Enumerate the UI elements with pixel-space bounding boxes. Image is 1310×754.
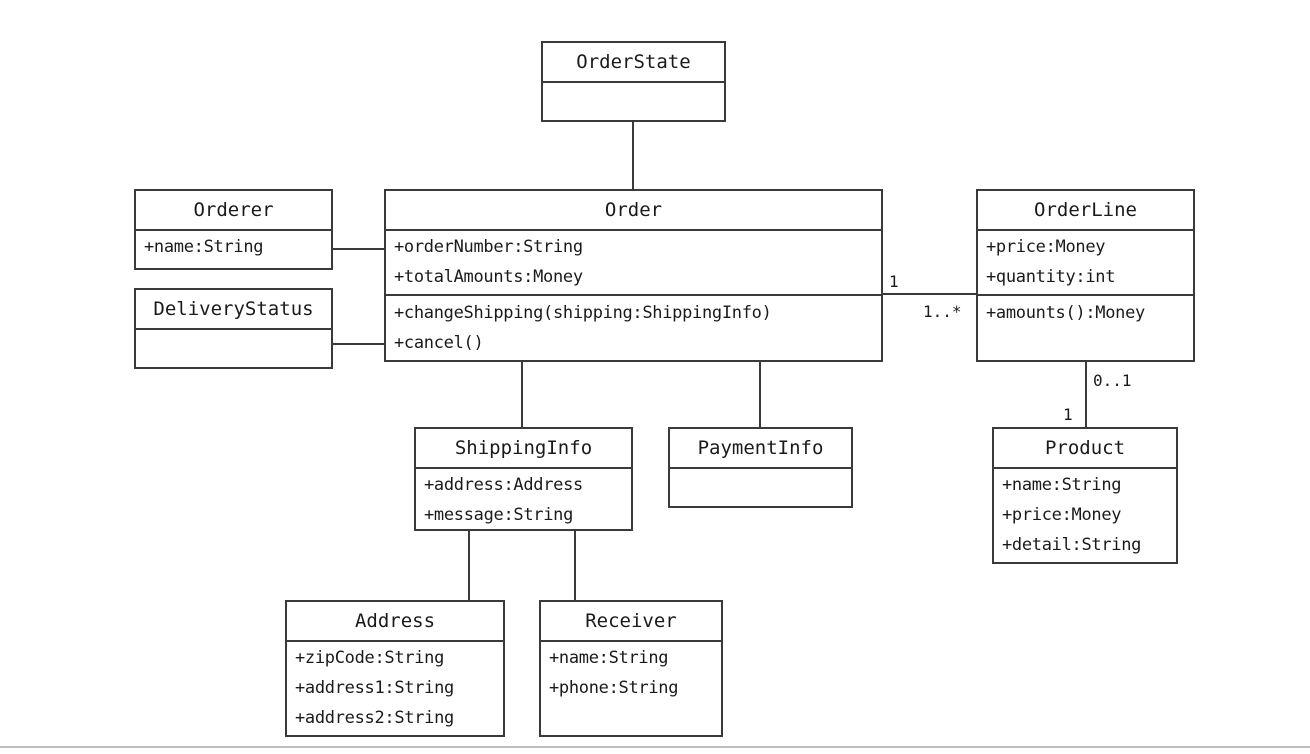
operation: +cancel(): [394, 333, 484, 353]
class-name: OrderState: [543, 43, 724, 83]
attribute: +address:Address: [424, 475, 583, 495]
class-orderstate: OrderState: [541, 41, 726, 122]
operation-list: +amounts():Money: [978, 294, 1193, 330]
attribute: +price:Money: [986, 237, 1106, 257]
class-name: ShippingInfo: [416, 429, 631, 469]
multiplicity-orderline-end: 1..*: [923, 302, 962, 321]
attribute: +phone:String: [549, 678, 679, 698]
class-deliverystatus: DeliveryStatus: [134, 288, 333, 369]
attribute: +name:String: [144, 237, 264, 257]
attribute-list: +name:String +phone:String: [541, 642, 721, 705]
attribute: +address2:String: [295, 708, 454, 728]
attribute-list: +orderNumber:String +totalAmounts:Money: [386, 231, 881, 294]
class-orderline: OrderLine +price:Money +quantity:int +am…: [976, 189, 1195, 362]
attribute: +quantity:int: [986, 267, 1116, 287]
attribute: +orderNumber:String: [394, 237, 583, 257]
operation: +changeShipping(shipping:ShippingInfo): [394, 303, 772, 323]
class-receiver: Receiver +name:String +phone:String: [539, 600, 723, 737]
attribute: +price:Money: [1002, 505, 1122, 525]
class-address: Address +zipCode:String +address1:String…: [285, 600, 505, 737]
class-name: Orderer: [136, 191, 331, 231]
attribute: +detail:String: [1002, 535, 1142, 555]
operation-list: +changeShipping(shipping:ShippingInfo) +…: [386, 294, 881, 360]
operation: +amounts():Money: [986, 303, 1145, 323]
attribute-list: +name:String +price:Money +detail:String: [994, 469, 1176, 562]
attribute-list: +name:String: [136, 231, 331, 264]
attribute: +totalAmounts:Money: [394, 267, 583, 287]
attribute: +message:String: [424, 505, 574, 525]
attribute-list: +price:Money +quantity:int: [978, 231, 1193, 294]
multiplicity-order-end: 1: [889, 272, 899, 291]
class-name: Order: [386, 191, 881, 231]
class-shippinginfo: ShippingInfo +address:Address +message:S…: [414, 427, 633, 531]
class-order: Order +orderNumber:String +totalAmounts:…: [384, 189, 883, 362]
class-product: Product +name:String +price:Money +detai…: [992, 427, 1178, 564]
attribute-list: +address:Address +message:String: [416, 469, 631, 532]
class-name: Product: [994, 429, 1176, 469]
class-orderer: Orderer +name:String: [134, 189, 333, 270]
class-paymentinfo: PaymentInfo: [668, 427, 853, 508]
attribute: +zipCode:String: [295, 648, 445, 668]
multiplicity-product-end: 1: [1063, 405, 1073, 424]
attribute: +address1:String: [295, 678, 454, 698]
attribute: +name:String: [549, 648, 669, 668]
class-name: Receiver: [541, 602, 721, 642]
class-name: DeliveryStatus: [136, 290, 331, 330]
class-name: OrderLine: [978, 191, 1193, 231]
class-name: PaymentInfo: [670, 429, 851, 469]
multiplicity-orderline-product-upper: 0..1: [1093, 371, 1132, 390]
class-name: Address: [287, 602, 503, 642]
attribute: +name:String: [1002, 475, 1122, 495]
bottom-divider: [0, 746, 1310, 748]
attribute-list: +zipCode:String +address1:String +addres…: [287, 642, 503, 735]
